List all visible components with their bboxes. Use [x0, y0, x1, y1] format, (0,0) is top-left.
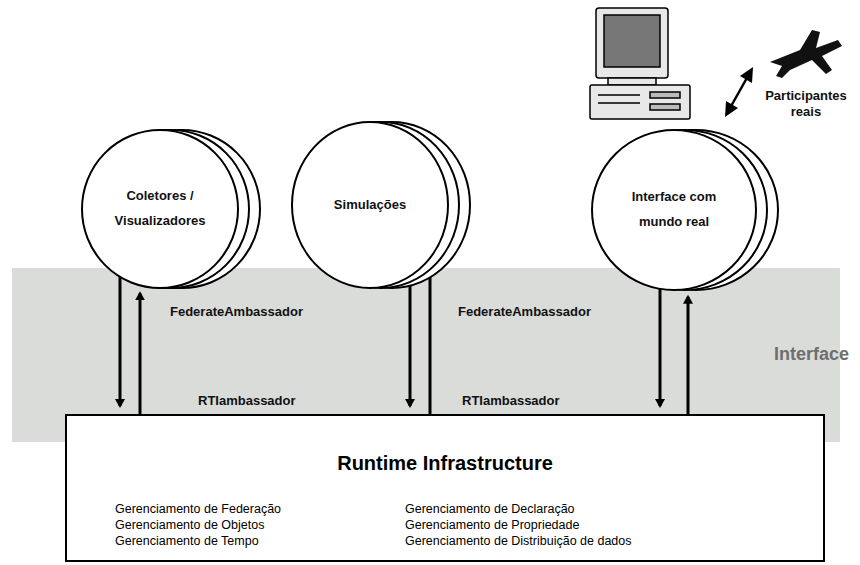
interface-label: FederateAmbassador — [170, 304, 303, 319]
service-item: Gerenciamento de Federação — [115, 502, 405, 516]
interface-label: RTIambassador — [198, 393, 296, 408]
circle-label: Coletores / Visualizadores — [104, 184, 216, 233]
service-item: Gerenciamento de Declaração — [405, 502, 725, 516]
computer-icon — [590, 8, 690, 119]
jet-icon — [770, 30, 842, 78]
federate-circle: Simulações — [290, 120, 450, 290]
service-item: Gerenciamento de Propriedade — [405, 518, 725, 532]
participant-arrow — [725, 67, 753, 117]
circle-label: Interface com mundo real — [618, 185, 730, 234]
rti-box: Runtime InfrastructureGerenciamento de F… — [65, 414, 825, 562]
interface-arrow — [409, 276, 412, 406]
service-item: Gerenciamento de Objetos — [115, 518, 405, 532]
interface-label: RTIambassador — [462, 393, 560, 408]
box-title: Runtime Infrastructure — [67, 452, 823, 475]
callout-label: Participantes reais — [756, 88, 856, 121]
interface-arrow — [429, 266, 432, 414]
circle-outline — [590, 128, 758, 292]
service-item: Gerenciamento de Tempo — [115, 534, 405, 548]
interface-arrow — [659, 289, 662, 406]
federate-circle: Interface com mundo real — [590, 128, 758, 292]
region-label: Interface — [774, 344, 849, 365]
circle-label: Simulações — [334, 193, 406, 218]
service-item: Gerenciamento de Distribuição de dados — [405, 534, 725, 548]
circle-outline — [80, 128, 240, 290]
service-list: Gerenciamento de FederaçãoGerenciamento … — [115, 502, 725, 548]
interface-arrow — [139, 293, 142, 414]
federate-circle: Coletores / Visualizadores — [80, 128, 240, 290]
interface-arrow — [687, 297, 690, 414]
interface-arrow — [119, 277, 122, 406]
interface-label: FederateAmbassador — [458, 304, 591, 319]
